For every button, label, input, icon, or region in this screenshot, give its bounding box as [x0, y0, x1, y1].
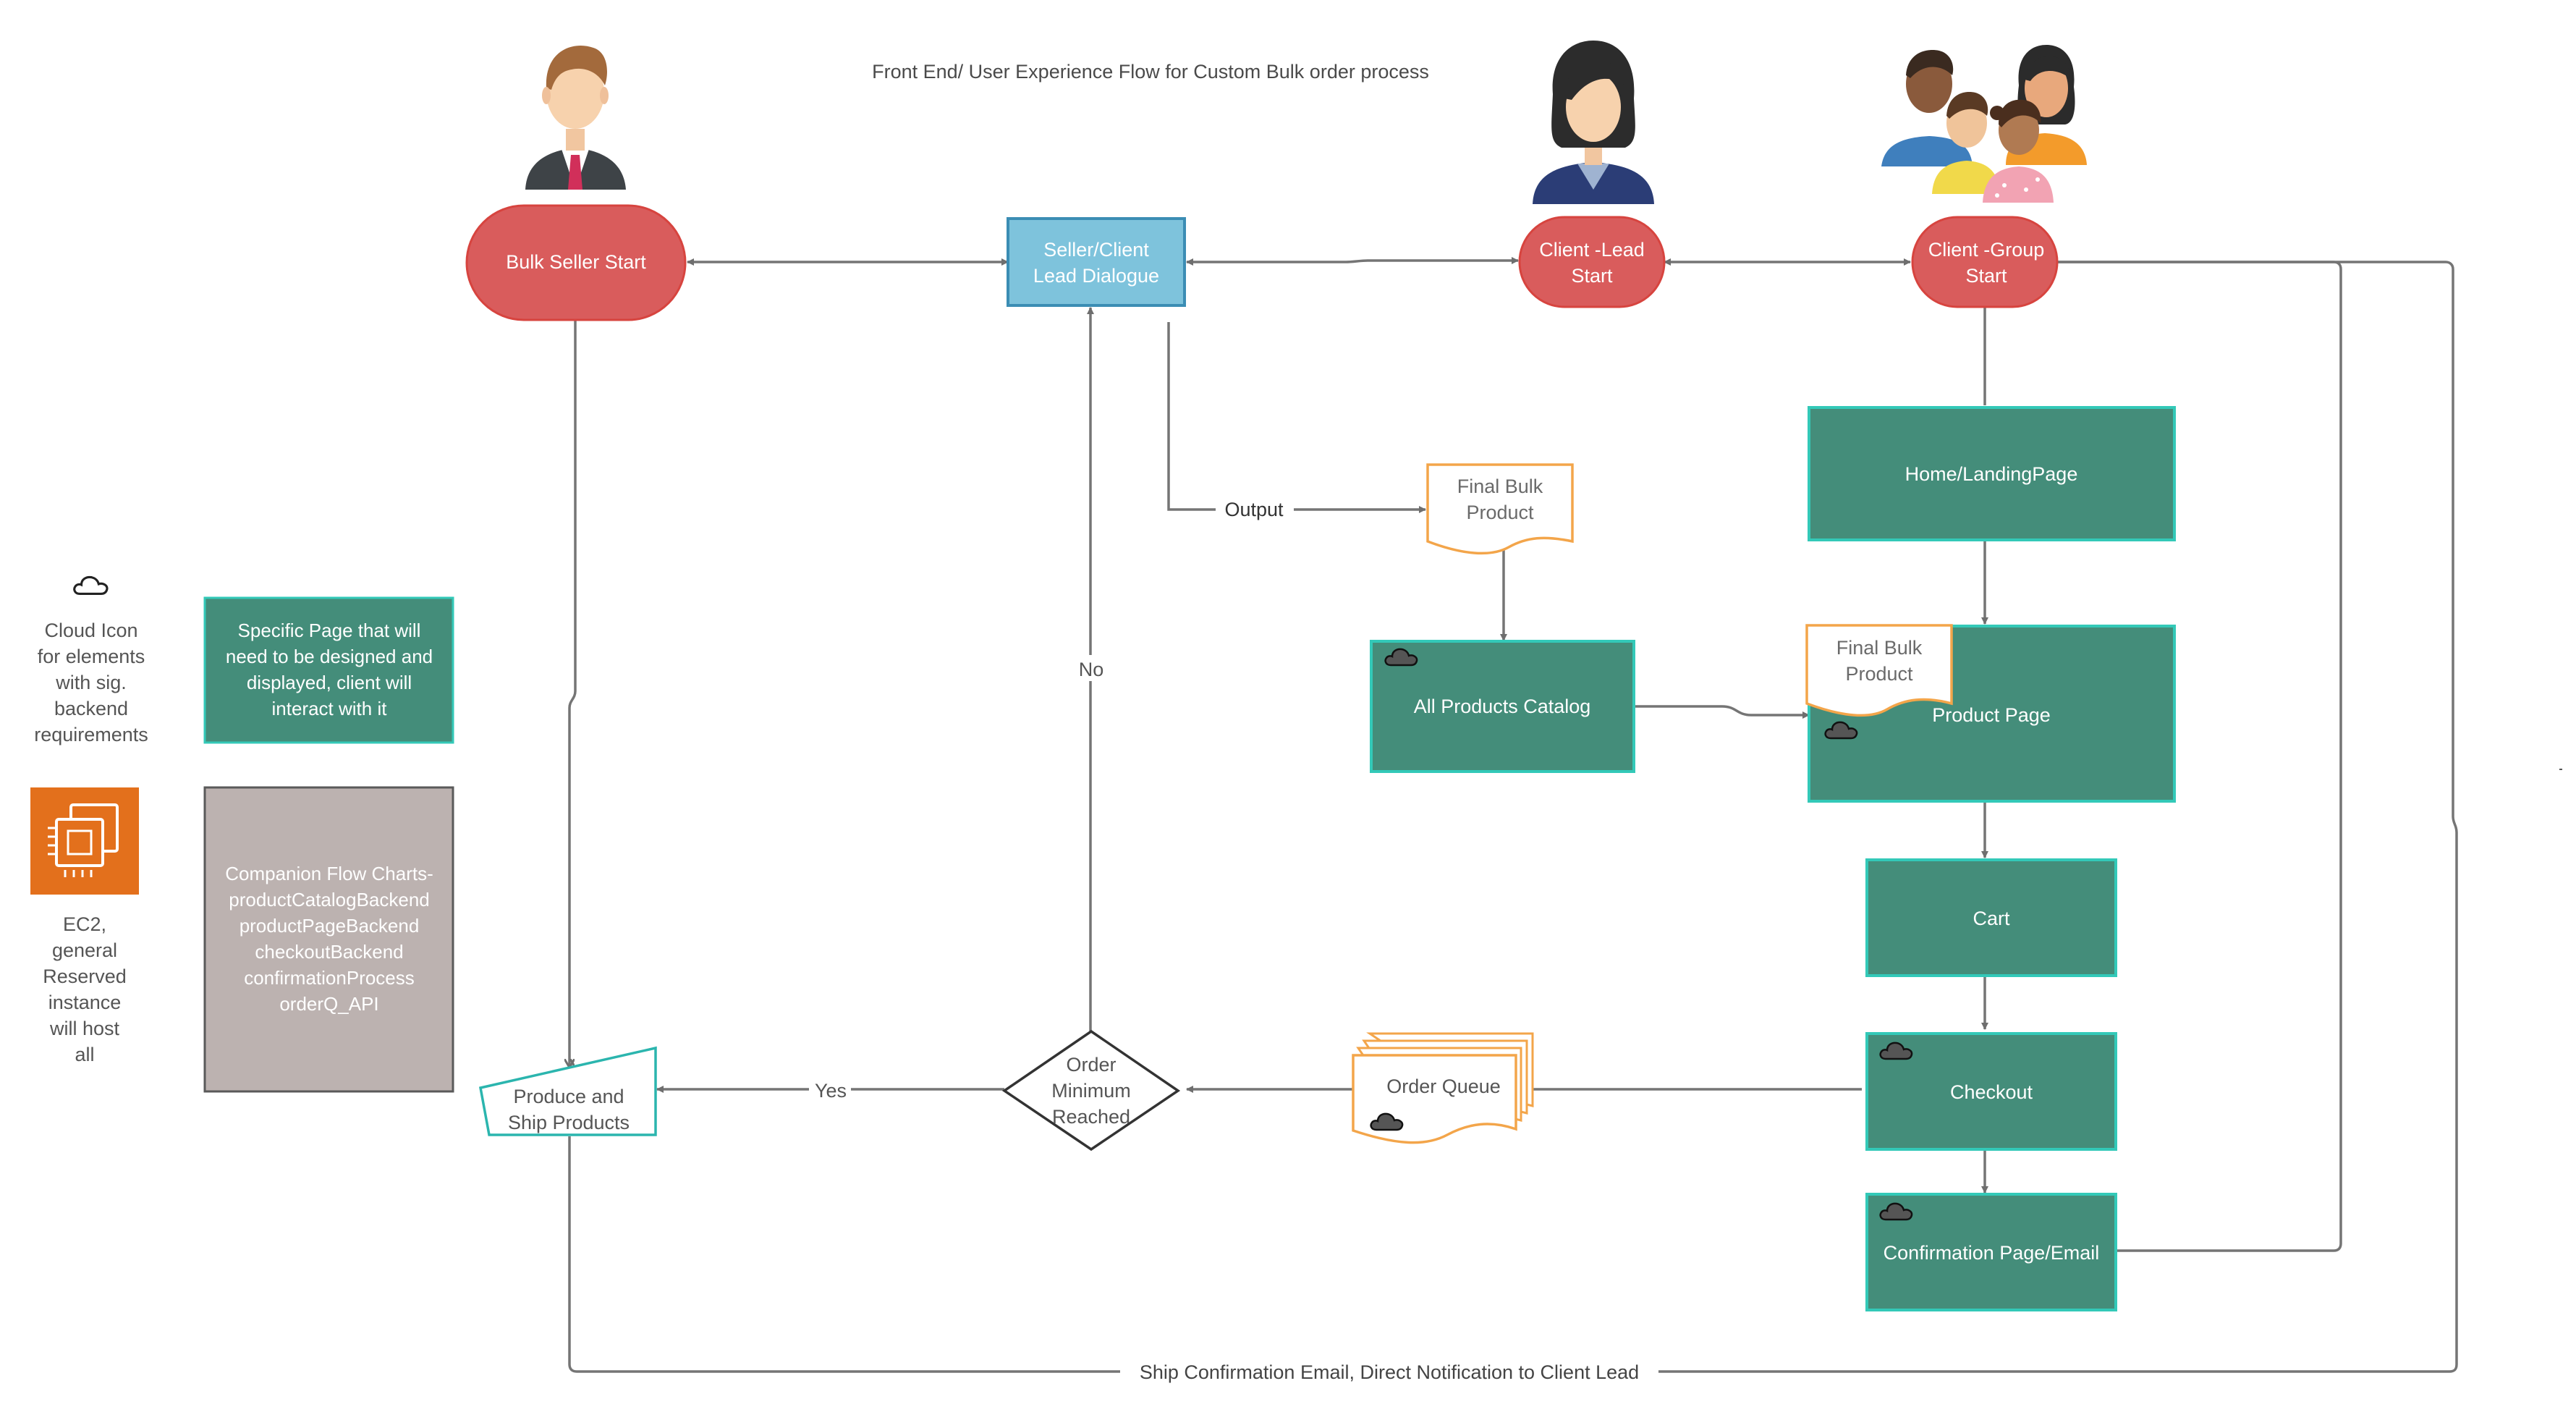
ec2-chip-icon: [30, 787, 139, 895]
legend-ec2: EC2, general Reserved instance will host…: [30, 787, 139, 1065]
edge-output: [1167, 322, 1426, 513]
client-lead-start-node[interactable]: Client -Lead Start: [1518, 216, 1666, 308]
legend-cloud-line-2: for elements: [38, 646, 145, 667]
home-landing-page-node[interactable]: Home/LandingPage: [1808, 406, 2176, 541]
legend-companion-flow-charts: Companion Flow Charts- productCatalogBac…: [203, 786, 454, 1093]
legend-cloud-line-3: with sig.: [55, 672, 127, 693]
product-page-label: Product Page: [1932, 704, 2051, 726]
final-bulk-product-label-2: Product: [1466, 502, 1534, 523]
produce-label-1: Produce and: [513, 1086, 624, 1107]
decision-label-3: Reached: [1052, 1106, 1130, 1128]
edge-dialogue-lead: [1186, 257, 1519, 266]
client-group-start-label-1: Client -Group: [1928, 239, 2045, 261]
businesswoman-icon: [1533, 41, 1654, 204]
ec2-line-3: Reserved: [43, 966, 127, 987]
legend-specific-page-line-2: need to be designed and: [226, 646, 433, 667]
legend-cloud: Cloud Icon for elements with sig. backen…: [34, 575, 148, 745]
companion-line-5: confirmationProcess: [244, 967, 415, 989]
cloud-icon: [73, 575, 109, 596]
seller-client-lead-dialogue-node[interactable]: Seller/Client Lead Dialogue: [1007, 217, 1186, 307]
legend-cloud-line-5: requirements: [34, 724, 148, 745]
client-lead-start-label-2: Start: [1571, 265, 1613, 287]
decision-label-2: Minimum: [1051, 1080, 1131, 1102]
client-group-start-label-2: Start: [1965, 265, 2007, 287]
final-bulk-product-document[interactable]: Final Bulk Product: [1426, 463, 1574, 555]
companion-line-4: checkoutBackend: [255, 941, 403, 963]
edge-catalog-product: [1635, 705, 1810, 719]
final-bulk-product-document-2[interactable]: Final Bulk Product: [1805, 624, 1953, 717]
checkout-node[interactable]: Checkout: [1865, 1032, 2117, 1151]
all-products-catalog-node[interactable]: All Products Catalog: [1370, 640, 1635, 773]
ec2-line-2: general: [52, 939, 117, 961]
ec2-line-4: instance: [48, 992, 122, 1013]
client-group-start-node[interactable]: Client -Group Start: [1911, 216, 2059, 308]
order-minimum-reached-decision[interactable]: Order Minimum Reached: [1001, 1029, 1181, 1152]
businessman-icon: [525, 45, 626, 190]
home-landing-page-label: Home/LandingPage: [1905, 463, 2078, 485]
edge-label-yes: Yes: [815, 1080, 847, 1102]
final-bulk-product-2-label-1: Final Bulk: [1836, 637, 1923, 659]
companion-line-2: productCatalogBackend: [229, 889, 430, 910]
order-queue-multidocument[interactable]: Order Queue: [1352, 1032, 1534, 1144]
companion-line-1: Companion Flow Charts-: [225, 863, 433, 884]
order-queue-label: Order Queue: [1386, 1076, 1501, 1097]
legend-specific-page: Specific Page that will need to be desig…: [203, 596, 454, 744]
diagram-title: Front End/ User Experience Flow for Cust…: [872, 61, 1429, 83]
final-bulk-product-2-label-2: Product: [1845, 663, 1913, 685]
produce-label-2: Ship Products: [508, 1112, 630, 1133]
ec2-line-6: all: [75, 1044, 94, 1065]
stray-mark: [2559, 769, 2562, 770]
ec2-line-1: EC2,: [63, 913, 106, 935]
edge-label-no: No: [1079, 659, 1104, 680]
bulk-seller-start-node[interactable]: Bulk Seller Start: [465, 204, 687, 321]
companion-line-3: productPageBackend: [240, 915, 420, 937]
cart-node[interactable]: Cart: [1865, 858, 2117, 977]
all-products-catalog-label: All Products Catalog: [1414, 696, 1591, 717]
cart-label: Cart: [1973, 908, 2010, 929]
connectors: [568, 257, 2458, 1373]
ec2-line-5: will host: [49, 1018, 120, 1039]
legend-specific-page-line-4: interact with it: [272, 698, 388, 719]
bulk-seller-start-label: Bulk Seller Start: [506, 251, 646, 273]
legend-cloud-line-1: Cloud Icon: [44, 620, 137, 641]
final-bulk-product-label-1: Final Bulk: [1457, 476, 1543, 497]
edge-seller-produce: [569, 320, 577, 1068]
edge-ship-loop: [568, 258, 2458, 1373]
confirmation-page-email-node[interactable]: Confirmation Page/Email: [1865, 1193, 2117, 1311]
produce-and-ship-products-node[interactable]: Produce and Ship Products: [478, 1046, 657, 1136]
edge-label-ship: Ship Confirmation Email, Direct Notifica…: [1140, 1361, 1639, 1383]
companion-line-6: orderQ_API: [279, 993, 378, 1015]
confirmation-page-email-label: Confirmation Page/Email: [1884, 1242, 2100, 1264]
checkout-label: Checkout: [1950, 1081, 2033, 1103]
decision-label-1: Order: [1066, 1054, 1116, 1076]
group-people-icon: [1881, 45, 2087, 203]
dialogue-label-2: Lead Dialogue: [1033, 265, 1159, 287]
edge-label-output: Output: [1224, 499, 1284, 520]
legend-specific-page-line-1: Specific Page that will: [238, 620, 421, 641]
legend-specific-page-line-3: displayed, client will: [247, 672, 412, 693]
dialogue-label-1: Seller/Client: [1043, 239, 1149, 261]
client-lead-start-label-1: Client -Lead: [1539, 239, 1645, 261]
legend-cloud-line-4: backend: [54, 698, 128, 719]
